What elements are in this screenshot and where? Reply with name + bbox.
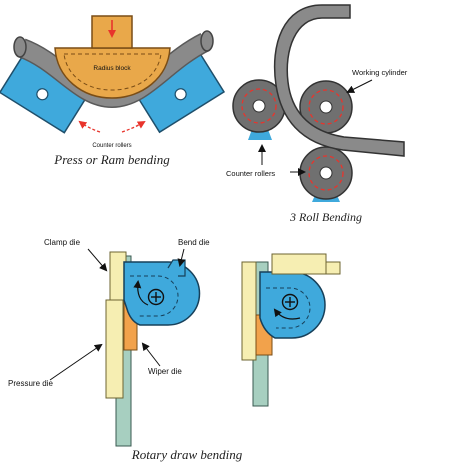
- right-roller-arrow: [121, 120, 146, 133]
- press-bending-panel: Radius block Counter rollers Press or Ra…: [0, 15, 226, 167]
- rotary-caption: Rotary draw bending: [131, 447, 243, 462]
- pipe-end-right: [200, 30, 214, 52]
- pressure-die-left: [105, 299, 124, 399]
- left-roller-arrow: [78, 120, 101, 133]
- bend-die-center-right: [281, 293, 299, 311]
- clamp-die-leader: [87, 248, 108, 272]
- bend-die-label: Bend die: [178, 238, 210, 247]
- radius-block-label: Radius block: [93, 65, 131, 72]
- radius-block: [54, 47, 171, 99]
- clamp-die-label: Clamp die: [44, 238, 81, 247]
- left-counter-roller: [232, 79, 286, 133]
- clamp-die-right: [271, 253, 327, 275]
- bend-die-left: [123, 261, 201, 326]
- press-caption: Press or Ram bending: [53, 152, 170, 167]
- working-cylinder-label: Working cylinder: [352, 68, 408, 77]
- press-counter-rollers-label: Counter rollers: [92, 143, 131, 149]
- rotary-bending-panel: Clamp die Bend die Pressure die Wiper di…: [8, 238, 341, 462]
- wiper-die-leader: [141, 342, 161, 367]
- pressure-die-label: Pressure die: [8, 379, 53, 388]
- pressure-die-leader: [49, 343, 103, 381]
- working-cylinder-leader: [346, 79, 373, 93]
- bend-die-right: [259, 271, 326, 339]
- bottom-counter-roller: [299, 146, 353, 200]
- bend-die-leader: [177, 248, 186, 267]
- pipe-end-left: [13, 36, 27, 58]
- roll-counter-rollers-label: Counter rollers: [226, 169, 275, 178]
- roll-caption: 3 Roll Bending: [289, 210, 362, 224]
- bend-die-center-left: [147, 288, 165, 306]
- roll-bending-panel: Working cylinder Counter rollers 3 Roll …: [226, 4, 408, 224]
- wiper-die-label: Wiper die: [148, 367, 182, 376]
- rotary-right-assembly: [241, 253, 341, 407]
- working-cylinder-bar: [273, 4, 405, 157]
- pressure-die-right: [241, 261, 257, 361]
- rotary-left-assembly: [105, 251, 201, 447]
- top-working-roller: [299, 80, 353, 134]
